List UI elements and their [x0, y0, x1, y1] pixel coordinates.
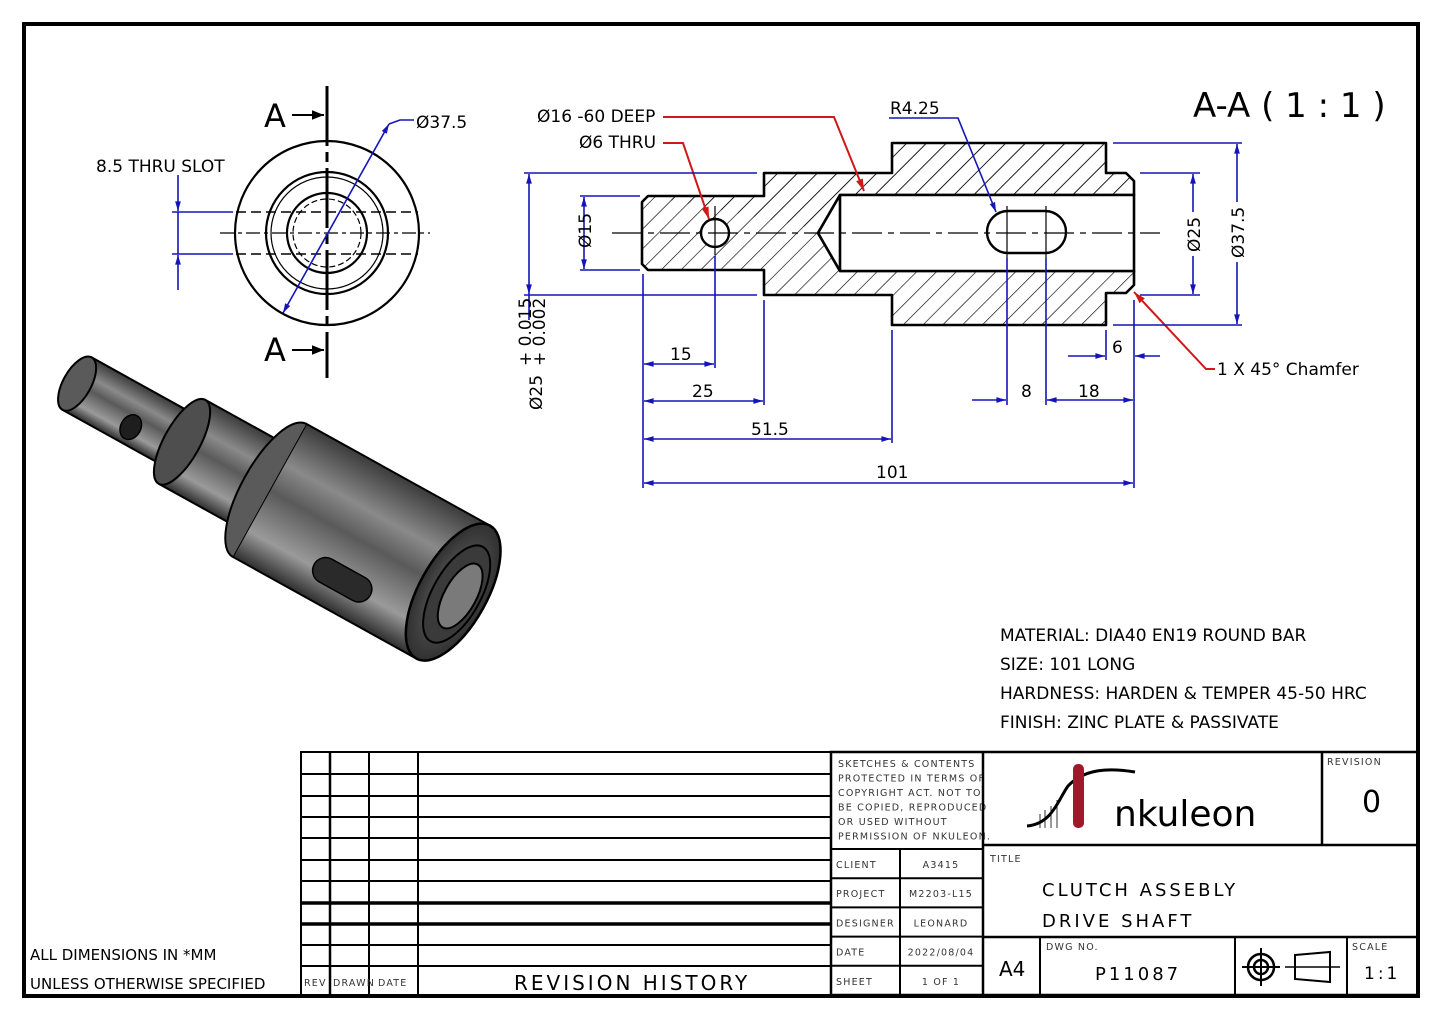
iso-slot: [311, 556, 373, 603]
date-header: DATE: [378, 978, 408, 989]
section-marker-top: A: [264, 97, 286, 135]
iso-small-shaft-end: [57, 355, 98, 412]
dim-d37-label: Ø37.5: [1229, 207, 1249, 258]
field-label-date: DATE: [836, 948, 866, 959]
section-marker-bottom: A: [264, 331, 286, 369]
field-value-designer: LEONARD: [914, 918, 969, 929]
cross-hole-leader: [663, 142, 710, 220]
diameter-leader: [388, 119, 414, 125]
copyright-line: BE COPIED, REPRODUCED: [838, 803, 987, 814]
dim-101-label: 101: [876, 463, 908, 483]
bore-leader: [663, 116, 865, 192]
diameter-dim-line: [282, 123, 390, 314]
note-material: MATERIAL: DIA40 EN19 ROUND BAR: [1000, 626, 1307, 646]
field-label-client: CLIENT: [836, 860, 877, 871]
dim-8-label: 8: [1021, 382, 1032, 402]
dim-18-label: 18: [1078, 382, 1100, 402]
dwg-no-value: P11087: [1095, 964, 1181, 985]
third-angle-projection-icon: [1242, 948, 1340, 986]
title-label: TITLE: [989, 854, 1022, 865]
label-bg: [1227, 202, 1247, 262]
units-note-line2: UNLESS OTHERWISE SPECIFIED: [30, 975, 265, 993]
section-view: A-A ( 1 : 1 ) Ø16 -60 DEEP Ø6 THRU R4.25…: [516, 86, 1386, 488]
title-block: SKETCHES & CONTENTS PROTECTED IN TERMS OF…: [829, 750, 1420, 997]
scale-label: SCALE: [1352, 942, 1388, 953]
title-line1: CLUTCH ASSEBLY: [1042, 880, 1238, 901]
paper-size: A4: [999, 957, 1025, 981]
dim-6-label: 6: [1112, 338, 1123, 358]
copyright-line: COPYRIGHT ACT. NOT TO: [838, 788, 982, 799]
cross-hole-callout: Ø6 THRU: [579, 133, 656, 153]
title-line2: DRIVE SHAFT: [1042, 911, 1194, 932]
dim-15-label: 15: [670, 345, 692, 365]
drawn-header: DRAWN: [333, 978, 375, 989]
dim-d15-label: Ø15: [576, 213, 596, 248]
iso-main-body-step: [224, 421, 307, 558]
dim-d25-right-label: Ø25: [1185, 217, 1205, 252]
dim-25-label: 25: [692, 382, 714, 402]
field-value-project: M2203-L15: [909, 889, 973, 900]
copyright-line: OR USED WITHOUT: [838, 817, 948, 828]
iso-cross-hole: [119, 413, 143, 441]
slot-radius-callout: R4.25: [890, 99, 940, 119]
bore-callout: Ø16 -60 DEEP: [537, 107, 655, 127]
copyright-line: SKETCHES & CONTENTS: [838, 759, 976, 770]
field-label-sheet: SHEET: [836, 977, 873, 988]
copyright-line: PERMISSION OF NKULEON.: [838, 832, 991, 843]
slot-label: 8.5 THRU SLOT: [96, 157, 225, 177]
field-value-date: 2022/08/04: [908, 948, 975, 959]
copyright-notice: SKETCHES & CONTENTS PROTECTED IN TERMS OF…: [838, 759, 991, 843]
logo-text: nkuleon: [1114, 794, 1256, 835]
end-view: A A 8.5 THRU SLOT Ø37.5: [96, 86, 467, 378]
chamfer-leader: [1133, 291, 1215, 370]
dim-d25-tol-lower: + 0.002: [530, 298, 550, 366]
company-logo: nkuleon: [1026, 764, 1256, 835]
field-value-sheet: 1 OF 1: [922, 977, 960, 988]
material-notes: MATERIAL: DIA40 EN19 ROUND BAR SIZE: 101…: [1000, 626, 1367, 733]
logo-bar: [1073, 764, 1084, 828]
scale-value: 1:1: [1364, 964, 1400, 984]
units-note-line1: ALL DIMENSIONS IN *MM: [30, 946, 216, 964]
rev-header: REV: [304, 978, 327, 989]
dim-d25-label: Ø25: [527, 375, 547, 410]
iso-bore: [436, 562, 484, 630]
note-hardness: HARDNESS: HARDEN & TEMPER 45-50 HRC: [1000, 684, 1367, 704]
revision-rows: [301, 773, 831, 967]
revision-history-header: REVISION HISTORY: [514, 971, 750, 995]
field-label-project: PROJECT: [836, 889, 885, 900]
revision-label: REVISION: [1327, 757, 1382, 768]
note-finish: FINISH: ZINC PLATE & PASSIVATE: [1000, 713, 1279, 733]
section-title: A-A ( 1 : 1 ): [1193, 86, 1386, 126]
chamfer-callout: 1 X 45° Chamfer: [1217, 360, 1359, 380]
iso-mid-shaft-end: [152, 397, 212, 486]
field-value-client: A3415: [923, 860, 960, 871]
diameter-label: Ø37.5: [416, 113, 467, 133]
isometric-render: [57, 355, 502, 662]
revision-table: REV DRAWN DATE REVISION HISTORY: [300, 751, 832, 996]
field-label-designer: DESIGNER: [836, 918, 895, 929]
revision-value: 0: [1362, 785, 1381, 820]
dim-d25-tol-upper: + 0.015: [516, 298, 536, 366]
dim-51-5-label: 51.5: [751, 420, 789, 440]
dwg-no-label: DWG NO.: [1046, 942, 1099, 953]
copyright-line: PROTECTED IN TERMS OF: [838, 774, 985, 785]
slot: [985, 209, 1068, 255]
slot-radius-leader: [889, 117, 997, 213]
note-size: SIZE: 101 LONG: [1000, 655, 1135, 675]
label-bg: [1183, 212, 1203, 256]
